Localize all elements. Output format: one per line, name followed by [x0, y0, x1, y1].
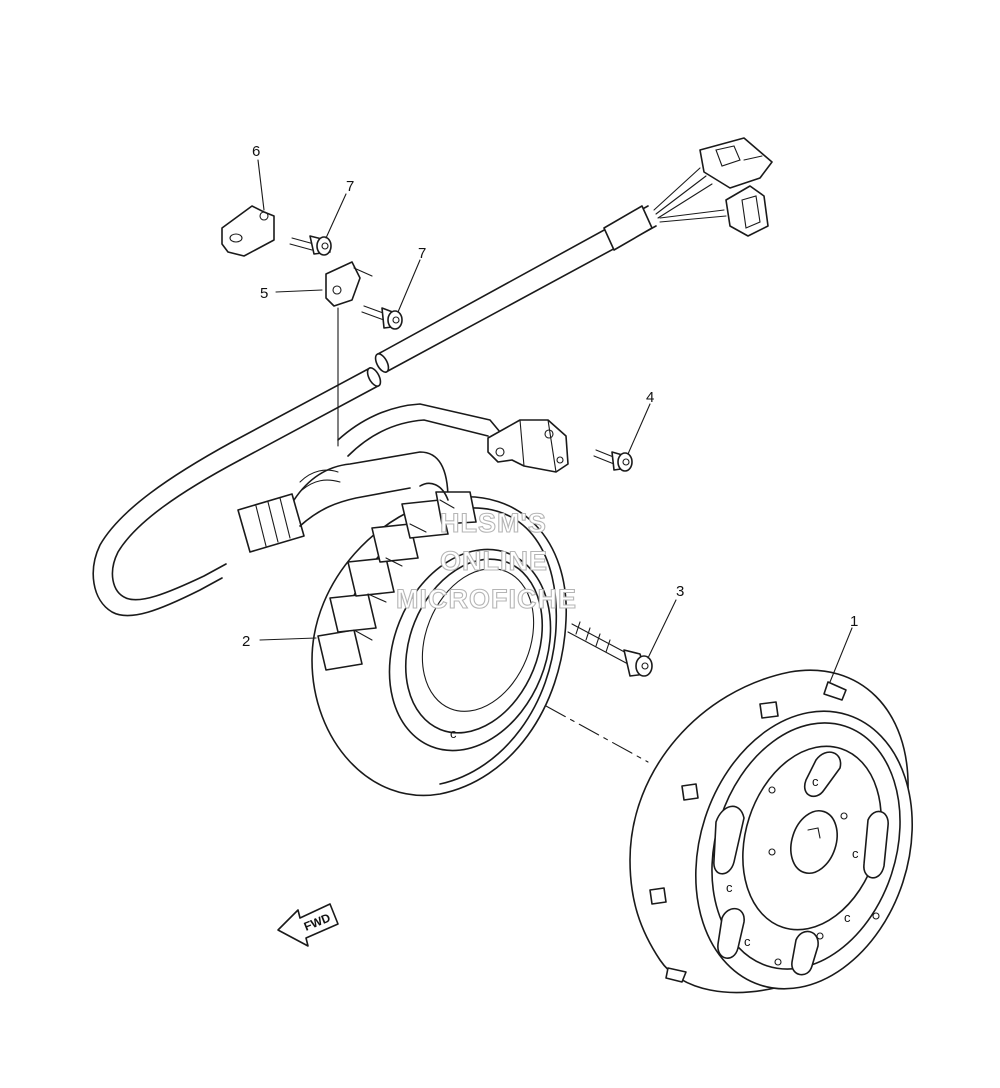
center-line [545, 705, 649, 763]
watermark: HLSM'S ONLINE MICROFICHE [395, 507, 577, 614]
wire-harness [92, 137, 773, 617]
svg-text:c: c [852, 846, 859, 861]
svg-text:c: c [812, 774, 819, 789]
svg-text:c: c [844, 910, 851, 925]
rotor-1: c c c c c [629, 669, 914, 994]
clamp-5 [325, 261, 373, 447]
callout-7-lower: 7 [418, 245, 426, 262]
watermark-line-3: MICROFICHE [396, 584, 577, 614]
bolt-3 [567, 621, 653, 677]
stator-2: c [311, 482, 567, 797]
svg-text:c: c [450, 726, 457, 741]
pickup-bracket-4 [487, 419, 633, 473]
bolt-7-lower [361, 305, 403, 330]
callout-1: 1 [850, 613, 858, 630]
leader-lines [257, 159, 853, 683]
callout-2: 2 [242, 633, 250, 650]
svg-text:c: c [744, 934, 751, 949]
svg-text:c: c [726, 880, 733, 895]
callouts: 6 7 7 5 4 3 2 1 [242, 143, 858, 650]
callout-6: 6 [252, 143, 260, 160]
callout-3: 3 [676, 583, 684, 600]
watermark-line-1: HLSM'S [440, 508, 547, 538]
watermark-line-2: ONLINE [440, 546, 548, 576]
callout-7-upper: 7 [346, 178, 354, 195]
bolt-7-upper [289, 235, 332, 256]
callout-5: 5 [260, 285, 268, 302]
fwd-arrow: FWD [277, 903, 339, 947]
stator-teeth [317, 491, 477, 671]
callout-4: 4 [646, 389, 654, 406]
bracket-6 [221, 205, 275, 257]
